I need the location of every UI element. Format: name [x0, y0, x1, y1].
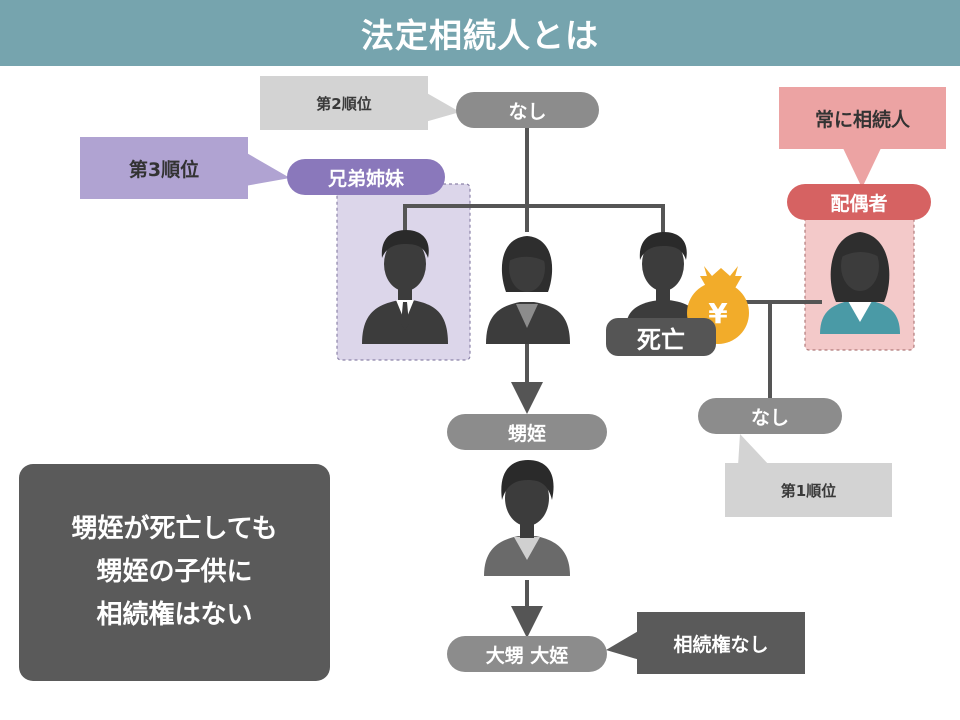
note-line-2: 甥姪の子供に [96, 557, 253, 587]
deceased-label: 死亡 [606, 318, 716, 356]
siblings-node: 兄弟姉妹 [287, 159, 445, 195]
sibling-man-figure-icon [362, 230, 448, 344]
always-heir-callout-shape [779, 87, 946, 188]
third-rank-callout: 第3順位 [128, 158, 200, 181]
no-right-callout: 相続権なし [673, 633, 769, 656]
second-rank-callout-shape [260, 76, 460, 130]
family-tree-lines [403, 126, 822, 638]
grand-nephews-node: 大甥 大姪 [447, 636, 607, 672]
first-rank-callout-shape [725, 434, 892, 517]
first-rank-callout: 第1順位 [780, 481, 837, 500]
spouse-node: 配偶者 [787, 184, 931, 220]
nephews-node: 甥姪 [447, 414, 607, 450]
spouse-woman-figure-icon [820, 232, 900, 334]
second-rank-callout: 第2順位 [316, 94, 372, 113]
children-node: なし [698, 398, 842, 434]
note-line-1: 甥姪が死亡しても [71, 514, 278, 544]
parents-node: なし [456, 92, 599, 128]
no-right-callout-shape [606, 612, 805, 674]
parent-woman-figure-icon [486, 236, 570, 344]
note-box: 甥姪が死亡しても 甥姪の子供に 相続権はない [19, 464, 330, 681]
third-rank-callout-shape [80, 137, 290, 199]
page-title: 法定相続人とは [0, 0, 960, 66]
always-heir-callout: 常に相続人 [814, 108, 910, 131]
nephew-figure-icon [484, 460, 570, 576]
note-line-3: 相続権はない [96, 600, 253, 630]
